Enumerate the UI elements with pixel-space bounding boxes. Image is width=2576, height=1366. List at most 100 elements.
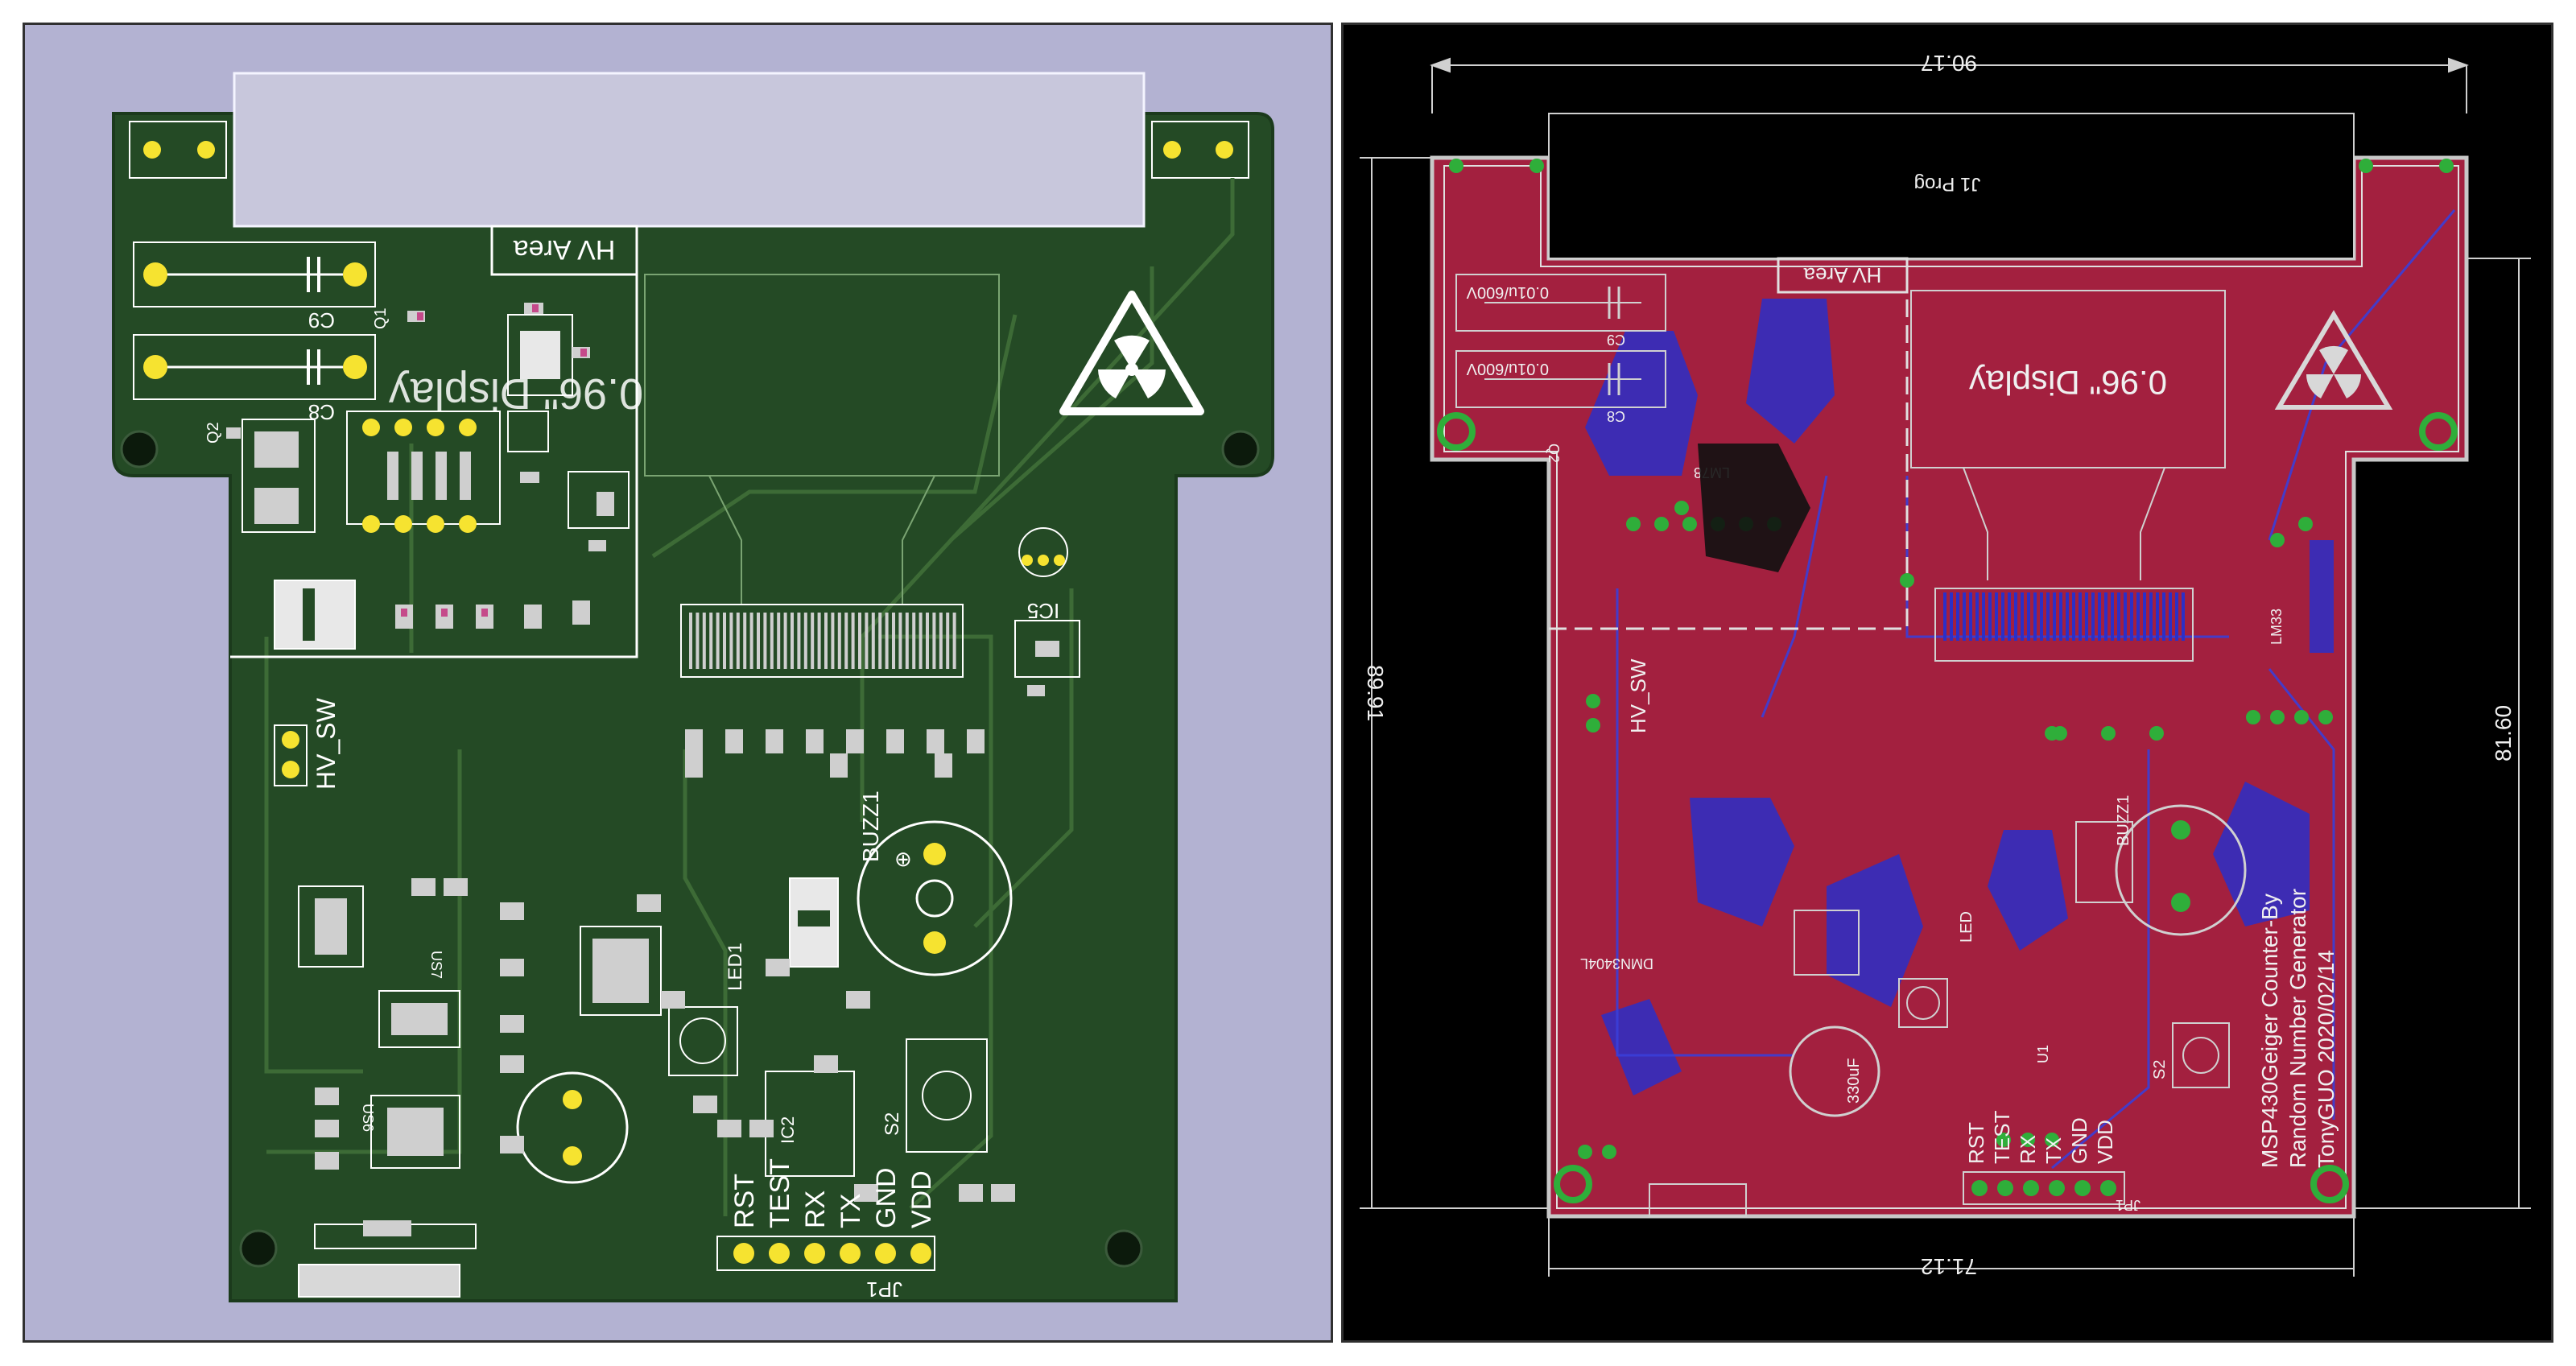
eagle-fpc-pin [2021,592,2024,641]
kicad-fpc-pin [757,613,760,669]
kicad-fpc-pin [898,613,902,669]
kicad-hv-components [226,303,630,650]
eagle-fpc-pin [1969,592,1972,641]
eagle-fpc-connector [1934,588,2194,662]
eagle-radiation-icon [2274,310,2393,410]
kicad-display-flex-outline [708,475,935,605]
eagle-pad [2439,159,2454,173]
kicad-resistor [806,729,824,753]
eagle-hv-area-box [1549,257,1909,630]
eagle-pad [2246,710,2260,724]
kicad-mount-holes [120,430,1260,1268]
kicad-display-label: 0.96" Display [389,369,643,418]
kicad-cap-c8 [133,334,376,400]
eagle-fpc-pin [2143,592,2146,641]
kicad-resistor [725,729,743,753]
kicad-fpc-pin [952,613,956,669]
kicad-smd-part [444,878,468,896]
eagle-pin-label-tx: TX [2041,1137,2066,1164]
kicad-display-outline [644,274,1000,477]
kicad-led1-label: LED1 [724,943,746,991]
kicad-hv-sw-connector [274,724,308,786]
kicad-smd-part [500,959,524,976]
kicad-header-pad [804,1243,825,1264]
eagle-pcb-canvas: 90.17 71.12 89.91 81.60 J1 Prog [1360,51,2531,1279]
eagle-prog-label: J1 Prog [1914,173,1981,195]
eagle-fpc-pin [1950,592,1953,641]
kicad-smd-part [315,1152,339,1170]
kicad-resistor [830,753,848,778]
eagle-fpc-pin [1982,592,1985,641]
kicad-pin-label-vdd: VDD [906,1170,937,1228]
kicad-smd-part [411,878,436,896]
kicad-fpc-pin [791,613,794,669]
kicad-jp1-header [716,1236,935,1271]
eagle-mount-holes [1437,412,2458,1203]
eagle-header-pad [2074,1180,2091,1196]
kicad-q2-label: Q2 [204,422,222,444]
kicad-hv-area-label: HV Area [514,234,616,265]
eagle-lower-components [1649,821,2230,1217]
eagle-pad [2045,1133,2059,1147]
kicad-fpc-pin [912,613,916,669]
kicad-pcb-canvas: HV Area 0.96" Display C9 [112,72,1274,1302]
eagle-fpc-pin [1975,592,1979,641]
eagle-flex-outline [1963,467,2165,580]
eagle-fpc-pin [1956,592,1959,641]
kicad-fpc-pin [702,613,706,669]
eagle-buzzer [2115,804,2247,936]
kicad-fpc-pin [729,613,733,669]
kicad-header-pad [733,1243,754,1264]
eagle-buzz1-label: BUZZ1 [2115,795,2132,846]
kicad-pin-label-gnd: GND [871,1167,902,1228]
eagle-lm33-label: LM33 [2268,609,2285,645]
eagle-pad [2101,726,2116,741]
eagle-pad [2359,159,2373,173]
kicad-header-pad [840,1243,861,1264]
eagle-pad [2270,533,2285,547]
eagle-fpc-pin [2175,592,2178,641]
kicad-jp1-label: JP1 [866,1277,902,1302]
kicad-top-mount-pads [129,121,1249,179]
eagle-pad [1996,1133,2011,1147]
eagle-display-outline [1910,290,2226,468]
kicad-smd-part [991,1184,1015,1202]
eagle-pad [2270,710,2285,724]
eagle-fpc-pin [2072,592,2075,641]
kicad-us6-label: US6 [360,1104,376,1132]
eagle-info-line-2: Random Number Generator [2285,889,2310,1168]
kicad-fpc-pin [919,613,923,669]
eagle-cap-330uf [1789,1026,1880,1117]
kicad-fpc-pin [696,613,700,669]
kicad-s2-label: S2 [881,1112,903,1136]
kicad-smd-part [749,1120,774,1137]
radiation-warning-icon [1059,291,1204,415]
eagle-bottom-copper [1585,299,2334,1096]
kicad-ic2-label: IC2 [778,1116,798,1144]
eagle-fpc-pin [2085,592,2088,641]
eagle-fpc-pin [2182,592,2185,641]
kicad-fpc-pin [749,613,753,669]
eagle-fpc-pin [2149,592,2153,641]
kicad-resistor [685,753,703,778]
eagle-pad [1578,1145,1592,1159]
kicad-view-panel: HV Area 0.96" Display C9 [23,23,1333,1343]
eagle-330uf-label: 330uF [1845,1058,1863,1104]
eagle-info-line-1: MSP430Geiger Counter-By [2257,893,2282,1168]
kicad-hv-area-box [230,225,638,658]
eagle-cap2-label: 0.01u/600V [1466,360,1549,378]
eagle-dimension-lines [1360,57,2531,1277]
kicad-smd-part [717,1120,741,1137]
eagle-u1-label: U1 [2035,1045,2051,1063]
eagle-fpc-pin [2033,592,2037,641]
kicad-lower-components [298,877,988,1298]
kicad-display-glass [233,72,1146,228]
eagle-fpc-pin [2046,592,2050,641]
kicad-resistor-row [685,729,985,778]
eagle-q2-label: Q2 [1546,444,1562,463]
eagle-pad [2294,710,2309,724]
eagle-display-header [1548,113,2355,259]
eagle-pad [2149,726,2164,741]
kicad-fpc-pin [932,613,936,669]
kicad-fpc-pin [926,613,929,669]
